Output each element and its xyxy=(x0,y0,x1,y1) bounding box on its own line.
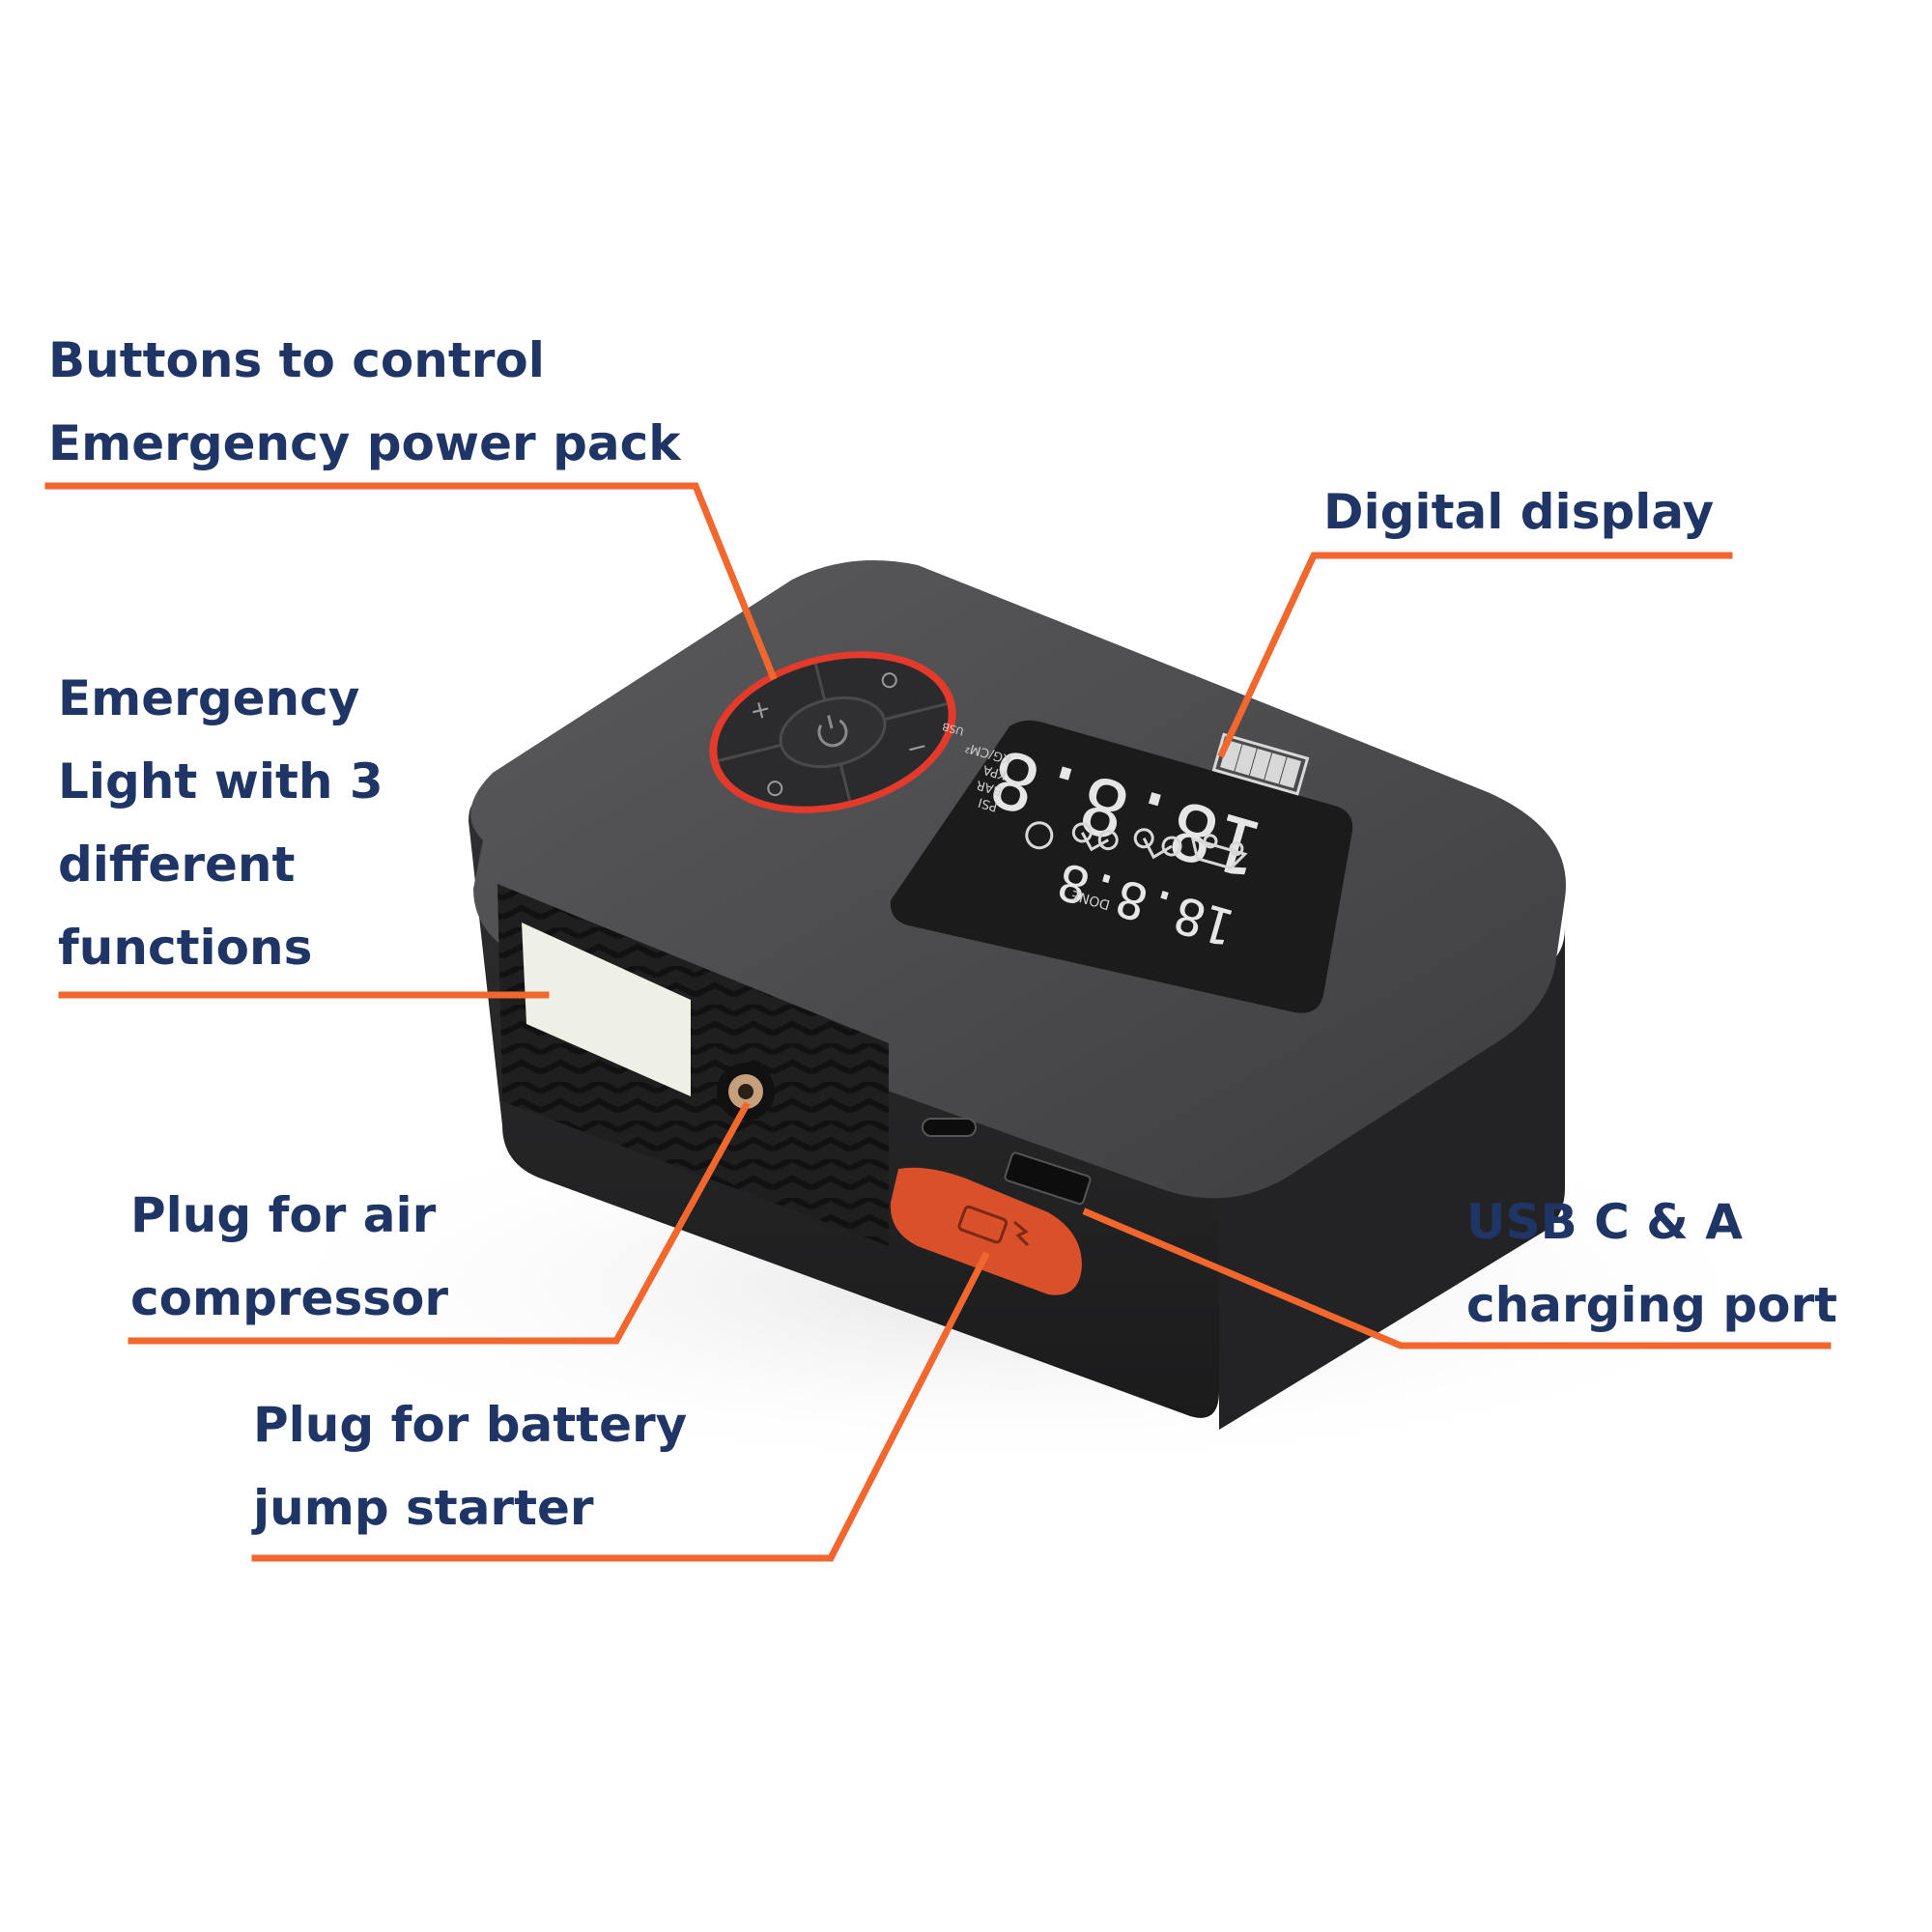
callout-light-line2: Light with 3 xyxy=(58,753,384,810)
callout-light-line4: functions xyxy=(58,920,313,976)
callout-line-display xyxy=(1217,552,1733,758)
callout-line-usb xyxy=(1082,1208,1832,1350)
usb-a-port xyxy=(1004,1151,1092,1206)
callout-buttons: Buttons to control Emergency power pack xyxy=(48,319,681,485)
callout-air-line1: Plug for air xyxy=(130,1187,437,1243)
callout-usb-line1: USB C & A xyxy=(1466,1194,1743,1250)
air-plug-hole xyxy=(738,1084,753,1099)
display-unit-kpa: KPA xyxy=(981,761,1009,781)
power-icon xyxy=(817,715,848,748)
car-icon xyxy=(1190,834,1248,870)
callout-display: Digital display xyxy=(1323,470,1714,554)
callout-display-line1: Digital display xyxy=(1323,484,1715,540)
callout-light: Emergency Light with 3 different functio… xyxy=(58,657,384,989)
motorcycle-icon xyxy=(1133,828,1182,860)
jump-starter-plug xyxy=(890,1167,1082,1295)
display-unit-psi: PSI xyxy=(977,794,999,813)
callout-buttons-line1: Buttons to control xyxy=(48,332,545,388)
callout-jump: Plug for battery jump starter xyxy=(253,1383,687,1549)
callout-line-buttons xyxy=(44,482,778,681)
callout-air-line2: compressor xyxy=(130,1270,448,1326)
callout-lines xyxy=(44,482,1832,1562)
basketball-icon xyxy=(1025,821,1054,850)
callout-line-air xyxy=(128,1101,751,1345)
callout-jump-line2: jump starter xyxy=(253,1480,594,1536)
mode-icon[interactable] xyxy=(767,781,783,797)
callout-line-jump xyxy=(251,1251,990,1562)
callout-buttons-line2: Emergency power pack xyxy=(48,415,681,471)
battery-icon xyxy=(1211,732,1310,796)
emergency-light-panel xyxy=(522,923,691,1096)
jump-start-icon xyxy=(957,1205,1030,1247)
callout-usb-line2: charging port xyxy=(1466,1277,1838,1333)
callout-usb: USB C & A charging port xyxy=(1466,1180,1837,1347)
control-buttons: + − xyxy=(709,651,956,813)
power-button[interactable] xyxy=(773,688,892,778)
callout-light-line3: different xyxy=(58,837,296,893)
display-usb-label: USB xyxy=(941,720,965,738)
light-icon[interactable] xyxy=(881,672,897,689)
digital-display: 18.8.8 18.8.8 DONE PSI BAR KPA KG/CM² US… xyxy=(890,720,1353,1013)
display-unit-bar: BAR xyxy=(975,777,1004,798)
callout-light-line1: Emergency xyxy=(58,670,360,726)
callout-air: Plug for air compressor xyxy=(130,1174,448,1340)
usb-c-port xyxy=(922,1118,977,1137)
callout-jump-line1: Plug for battery xyxy=(253,1397,688,1453)
bicycle-icon xyxy=(1071,822,1119,852)
